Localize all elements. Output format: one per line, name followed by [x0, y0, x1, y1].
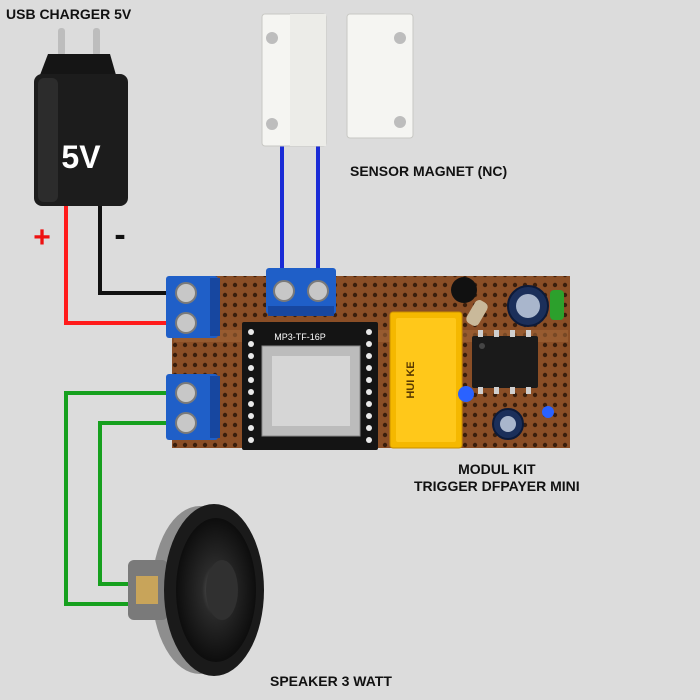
charger-pin-right [93, 28, 100, 56]
sensor-screw-hole [266, 118, 278, 130]
terminal-screw [175, 382, 197, 404]
resistor [466, 300, 488, 326]
mp3-module: MP3-TF-16P [242, 322, 378, 450]
module-kit-label-line1: MODUL KIT [458, 461, 536, 477]
usb-charger-label: USB CHARGER 5V [6, 6, 132, 22]
wire-positive [64, 206, 172, 325]
charger-highlight [38, 78, 58, 202]
sensor-magnet-body [346, 13, 414, 139]
terminal-screw [273, 280, 295, 302]
wire-speaker-inner [98, 421, 172, 586]
speaker-label: SPEAKER 3 WATT [270, 673, 392, 689]
led-blue [458, 386, 474, 402]
mp3-header-pins [248, 329, 372, 443]
terminal-screw [175, 312, 197, 334]
terminal-speaker [166, 374, 220, 440]
terminal-screw [307, 280, 329, 302]
capacitor-small [492, 408, 524, 440]
ic-chip [472, 330, 538, 394]
transistor [451, 277, 477, 303]
speaker-terminals [136, 576, 158, 604]
usb-charger: 5V [34, 28, 128, 206]
terminal-screw [175, 282, 197, 304]
speaker [128, 504, 264, 676]
sensor-wires [280, 145, 320, 272]
sensor-screw-hole [394, 116, 406, 128]
wire-speaker-outer [64, 391, 172, 606]
module-kit-label: MODUL KIT TRIGGER DFPAYER MINI [414, 461, 580, 495]
sensor-screw-hole [266, 32, 278, 44]
sensor-screw-hole [394, 32, 406, 44]
charger-pin-left [58, 28, 65, 56]
terminal-sensor [266, 268, 336, 316]
capacitor-large [507, 285, 549, 327]
green-component [550, 290, 564, 320]
terminal-screw [175, 412, 197, 434]
power-wires [64, 206, 172, 325]
sensor-reed-face [290, 14, 326, 146]
sensor-magnet-label: SENSOR MAGNET (NC) [350, 163, 508, 179]
plus-sign: + [33, 221, 51, 254]
minus-sign: - [114, 216, 125, 254]
module-kit-label-line2: TRIGGER DFPAYER MINI [414, 478, 580, 494]
pcb-module: MP3-TF-16P HUI KE [166, 268, 570, 450]
magnet-sensor [261, 13, 414, 147]
speaker-wires [64, 391, 172, 606]
wire-negative [98, 206, 172, 295]
terminal-power [166, 276, 220, 338]
led-blue [542, 406, 554, 418]
charger-voltage-text: 5V [61, 139, 101, 175]
mp3-module-label: MP3-TF-16P [274, 332, 326, 342]
relay: HUI KE [389, 311, 463, 449]
relay-brand-text: HUI KE [405, 361, 417, 398]
speaker-dust-cap [206, 560, 238, 620]
charger-plug-base [40, 54, 116, 75]
